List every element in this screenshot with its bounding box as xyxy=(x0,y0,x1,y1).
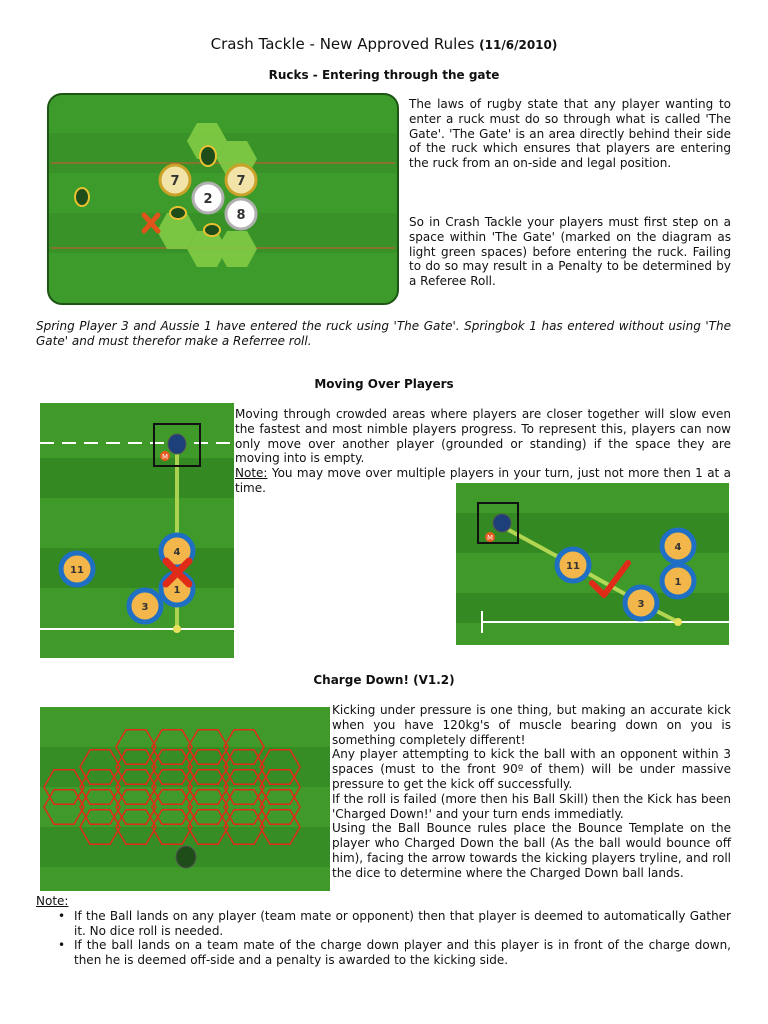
marker-label: M xyxy=(162,453,168,461)
player-token: 11 xyxy=(58,550,96,588)
moving-heading: Moving Over Players xyxy=(314,377,454,391)
marker-badge xyxy=(160,451,170,461)
hex-cell xyxy=(187,768,229,806)
hex-cell xyxy=(187,748,229,786)
hex-cell xyxy=(115,808,157,846)
token-label: 7 xyxy=(236,174,245,189)
blocked-x-icon xyxy=(162,557,193,588)
hex-cell xyxy=(43,788,85,826)
hex-cell xyxy=(115,768,157,806)
list-item: If the Ball lands on any player (team ma… xyxy=(58,909,731,939)
moving-diagram-left: M 11 4 1 3 xyxy=(40,403,234,658)
hex-cell xyxy=(151,748,193,786)
hex-cell xyxy=(79,748,121,786)
page-title: Crash Tackle - New Approved Rules (11/6/… xyxy=(0,35,768,53)
hex-cell xyxy=(115,728,157,766)
hex-cell xyxy=(223,748,265,786)
hex-cell xyxy=(151,768,193,806)
selected-player-box xyxy=(153,423,201,467)
rucks-paragraph-2: So in Crash Tackle your players must fir… xyxy=(409,215,731,289)
charge-down-diagram xyxy=(40,707,330,891)
player-token: 3 xyxy=(622,584,660,622)
hex-cell xyxy=(79,768,121,806)
kicking-player xyxy=(175,845,197,869)
selected-player-box xyxy=(477,502,519,544)
player-token: 2 xyxy=(191,181,225,215)
player-token: 11 xyxy=(554,546,592,584)
hex-cell xyxy=(223,768,265,806)
charge-note-label: Note: xyxy=(36,894,69,908)
player-token: 1 xyxy=(659,562,697,600)
ruck-players xyxy=(74,145,221,237)
moving-diagram-right: M 11 4 1 3 xyxy=(456,483,729,645)
token-label: 11 xyxy=(566,561,580,572)
hex-cell xyxy=(151,728,193,766)
hex-cell xyxy=(115,748,157,786)
rucks-caption: Spring Player 3 and Aussie 1 have entere… xyxy=(36,319,731,348)
illegal-entry-x-icon xyxy=(141,212,161,234)
hex-cell xyxy=(79,808,121,846)
token-label: 3 xyxy=(638,599,645,610)
player-token: 3 xyxy=(126,587,164,625)
token-label: 8 xyxy=(236,208,245,223)
charge-heading: Charge Down! (V1.2) xyxy=(313,673,455,687)
hex-cell xyxy=(259,748,301,786)
hex-cell xyxy=(259,808,301,846)
moving-paragraph: Moving through crowded areas where playe… xyxy=(235,407,731,466)
charge-note-list: If the Ball lands on any player (team ma… xyxy=(36,909,731,968)
token-label: 1 xyxy=(174,585,181,596)
charge-paragraph-2: Any player attempting to kick the ball w… xyxy=(332,747,731,791)
token-label: 7 xyxy=(170,174,179,189)
hex-cell xyxy=(223,788,265,826)
charge-paragraph-3: If the roll is failed (more then his Bal… xyxy=(332,791,731,821)
hex-cell xyxy=(151,788,193,826)
hex-cell xyxy=(223,728,265,766)
hex-cell xyxy=(259,768,301,806)
hex-cell xyxy=(259,788,301,826)
token-label: 11 xyxy=(70,565,84,576)
token-label: 4 xyxy=(675,542,682,553)
hex-cell xyxy=(223,808,265,846)
token-label: 4 xyxy=(174,547,181,558)
title-main: Crash Tackle - New Approved Rules xyxy=(210,35,475,53)
hex-cell xyxy=(187,728,229,766)
checkmark-icon xyxy=(589,560,631,598)
token-label: 2 xyxy=(203,192,212,207)
charge-zone-hexes xyxy=(43,728,301,846)
hex-cell xyxy=(187,788,229,826)
rucks-heading: Rucks - Entering through the gate xyxy=(268,68,500,82)
player-token: 8 xyxy=(224,197,258,231)
hex-cell xyxy=(115,788,157,826)
hex-cell xyxy=(151,808,193,846)
player-token: 4 xyxy=(659,527,697,565)
rucks-paragraph-1: The laws of rugby state that any player … xyxy=(409,97,731,171)
ruck-diagram: 7 2 7 8 xyxy=(47,93,399,305)
charge-paragraph-1: Kicking under pressure is one thing, but… xyxy=(332,703,731,747)
moving-note-label: Note: xyxy=(235,466,268,480)
charge-paragraph-4: Using the Ball Bounce rules place the Bo… xyxy=(332,821,731,880)
gate-hexes xyxy=(157,123,257,267)
player-token: 4 xyxy=(158,532,196,570)
marker-label: M xyxy=(487,534,493,542)
hex-cell xyxy=(187,808,229,846)
moving-note: Note: You may move over multiple players… xyxy=(235,466,731,496)
title-date: (11/6/2010) xyxy=(479,38,558,52)
hex-cell xyxy=(79,788,121,826)
hex-cell xyxy=(43,768,85,806)
token-label: 3 xyxy=(142,602,149,613)
charge-notes: Note: If the Ball lands on any player (t… xyxy=(36,894,731,968)
player-token: 7 xyxy=(224,163,258,197)
charge-paragraphs: Kicking under pressure is one thing, but… xyxy=(332,703,731,881)
list-item: If the ball lands on a team mate of the … xyxy=(58,938,731,968)
ruck-tokens: 7 2 7 8 xyxy=(158,163,258,231)
moving-note-text: You may move over multiple players in yo… xyxy=(235,466,731,495)
player-token: 7 xyxy=(158,163,192,197)
token-label: 1 xyxy=(675,577,682,588)
marker-badge xyxy=(485,532,495,542)
